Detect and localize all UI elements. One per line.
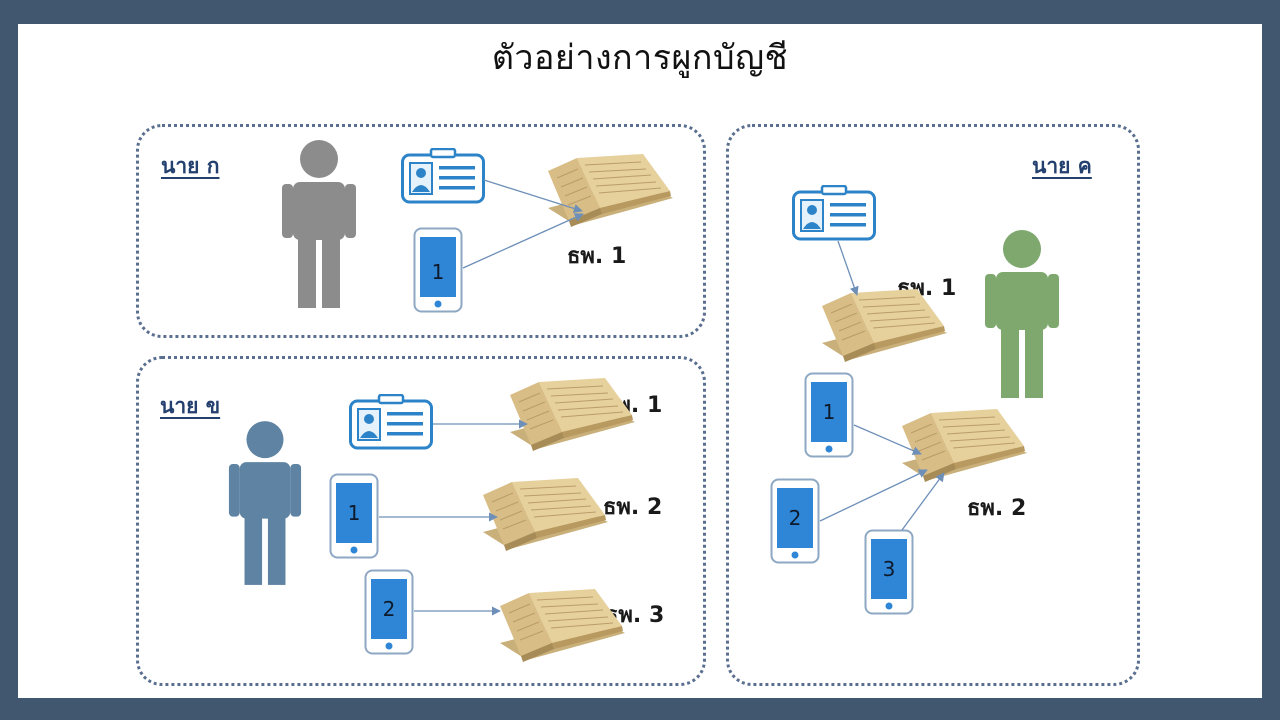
panel-person-c [726, 124, 1140, 686]
person-a-name: นาย ก [161, 154, 220, 178]
person-c-name: นาย ค [1032, 154, 1092, 178]
slide [18, 24, 1262, 698]
person-a-id-card-icon [401, 148, 485, 204]
person-c-bank-1-passbook-icon [821, 288, 948, 363]
person-a-bank-1-label: ธพ. 1 [567, 244, 627, 269]
person-c-bank-2-label: ธพ. 2 [967, 496, 1027, 521]
person-a-icon [282, 140, 356, 308]
person-b-phone-1-number: 1 [348, 501, 361, 525]
person-c-phone-1-number: 1 [823, 400, 836, 424]
slide-title: ตัวอย่างการผูกบัญชี [491, 38, 789, 78]
person-b-bank-2-label: ธพ. 2 [603, 495, 663, 520]
person-c-phone-2-number: 2 [789, 506, 802, 530]
person-c-phone-3-number: 3 [883, 557, 896, 581]
panel-person-b [136, 356, 706, 686]
person-b-bank-1-passbook-icon [509, 377, 636, 452]
person-c-bank-2-passbook-icon [901, 408, 1028, 483]
person-b-bank-2-passbook-icon [482, 477, 609, 552]
person-c-icon [985, 230, 1059, 398]
person-b-icon [228, 421, 302, 585]
person-a-bank-1-passbook-icon [547, 153, 674, 228]
person-b-bank-3-passbook-icon [499, 588, 626, 663]
person-b-name: นาย ข [160, 394, 221, 418]
person-c-id-card-icon [792, 185, 876, 241]
person-b-id-card-icon [349, 394, 433, 450]
person-a-phone-1-number: 1 [432, 260, 445, 284]
panel-person-a [136, 124, 706, 338]
person-b-phone-2-number: 2 [383, 597, 396, 621]
